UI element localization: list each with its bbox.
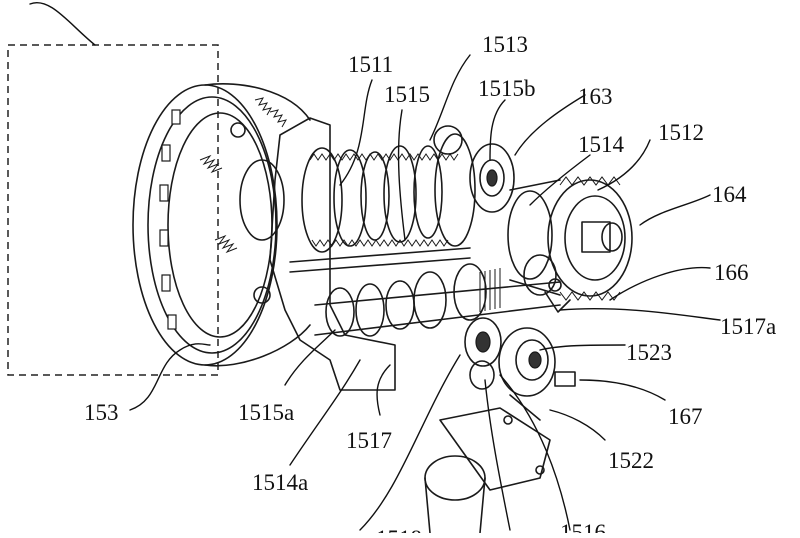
motor-bracket xyxy=(424,394,551,534)
label-1517: 1517 xyxy=(346,428,392,453)
reduction-gears xyxy=(464,317,576,397)
label-1518: 1518 xyxy=(376,526,422,533)
label-1514a: 1514a xyxy=(252,470,308,495)
label-1516: 1516 xyxy=(560,520,606,533)
label-1523: 1523 xyxy=(626,340,672,365)
leader-lines xyxy=(129,54,721,531)
label-1517a: 1517a xyxy=(720,314,776,339)
label-153: 153 xyxy=(84,400,119,425)
top-lead-line xyxy=(29,1,96,46)
label-1511: 1511 xyxy=(348,52,393,77)
shift-fork xyxy=(523,254,571,313)
label-166: 166 xyxy=(714,260,749,285)
label-167: 167 xyxy=(668,404,703,429)
main-shaft xyxy=(289,125,515,273)
output-sprocket xyxy=(507,176,633,301)
dashed-module-box xyxy=(7,44,219,376)
label-1515a: 1515a xyxy=(238,400,294,425)
label-1514: 1514 xyxy=(578,132,625,157)
counter-shaft xyxy=(314,263,561,337)
label-164: 164 xyxy=(712,182,747,207)
label-163: 163 xyxy=(578,84,613,109)
clutch-drum xyxy=(132,82,311,367)
label-1522: 1522 xyxy=(608,448,654,473)
housing-plate xyxy=(269,117,396,391)
label-1515: 1515 xyxy=(384,82,430,107)
label-1512: 1512 xyxy=(658,120,704,145)
label-1515b: 1515b xyxy=(478,76,536,101)
label-1513: 1513 xyxy=(482,32,528,57)
